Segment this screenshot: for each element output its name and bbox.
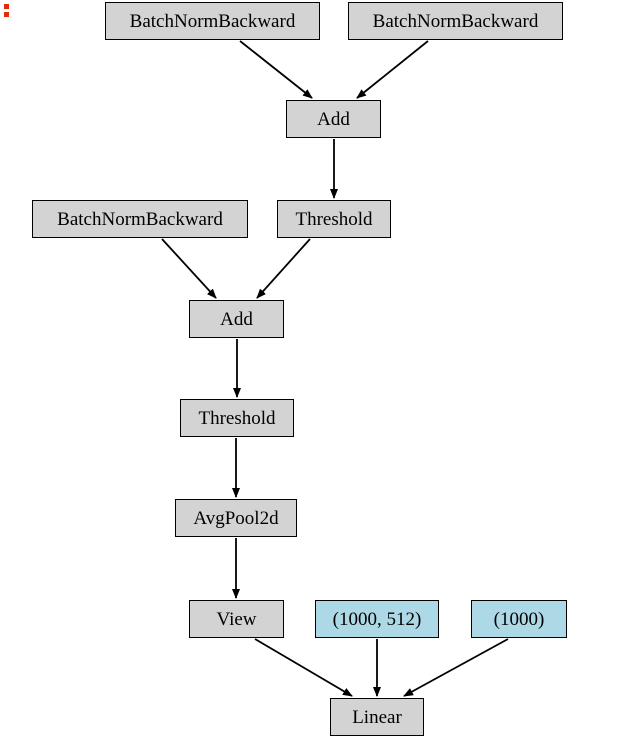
- graph-edge-bn2-to-add1: [356, 40, 429, 99]
- graph-edge-bn3-to-add2: [161, 238, 217, 299]
- graph-edge-view-to-linear: [254, 638, 353, 697]
- graph-edges: [161, 40, 509, 697]
- graph-node-bn1[interactable]: BatchNormBackward: [105, 2, 320, 40]
- graph-edge-bn1-to-add1: [239, 40, 313, 99]
- graph-node-thr1[interactable]: Threshold: [277, 200, 391, 238]
- graph-node-label: Add: [220, 308, 253, 330]
- graph-edge-b-to-linear: [403, 638, 509, 697]
- corner-mark-dot-top: [4, 4, 9, 9]
- graph-node-bn3[interactable]: BatchNormBackward: [32, 200, 248, 238]
- graph-node-linear[interactable]: Linear: [330, 698, 424, 736]
- graph-node-label: View: [216, 608, 257, 630]
- graph-node-label: AvgPool2d: [193, 507, 279, 529]
- graph-node-avgpool[interactable]: AvgPool2d: [175, 499, 297, 537]
- graph-node-add2[interactable]: Add: [189, 300, 284, 338]
- graph-node-label: BatchNormBackward: [372, 10, 539, 32]
- graph-node-w[interactable]: (1000, 512): [315, 600, 439, 638]
- graph-node-label: Linear: [352, 706, 402, 728]
- graph-node-label: Threshold: [198, 407, 276, 429]
- graph-node-label: BatchNormBackward: [57, 208, 223, 230]
- graph-node-label: BatchNormBackward: [129, 10, 296, 32]
- graph-node-label: Threshold: [295, 208, 373, 230]
- graph-node-label: Add: [317, 108, 350, 130]
- graph-edge-thr1-to-add2: [256, 238, 311, 299]
- graph-node-label: (1000): [493, 608, 545, 630]
- graph-node-b[interactable]: (1000): [471, 600, 567, 638]
- graph-node-label: (1000, 512): [332, 608, 422, 630]
- corner-mark-dot-bottom: [4, 12, 9, 17]
- graph-node-thr2[interactable]: Threshold: [180, 399, 294, 437]
- graph-node-view[interactable]: View: [189, 600, 284, 638]
- graph-node-bn2[interactable]: BatchNormBackward: [348, 2, 563, 40]
- graph-node-add1[interactable]: Add: [286, 100, 381, 138]
